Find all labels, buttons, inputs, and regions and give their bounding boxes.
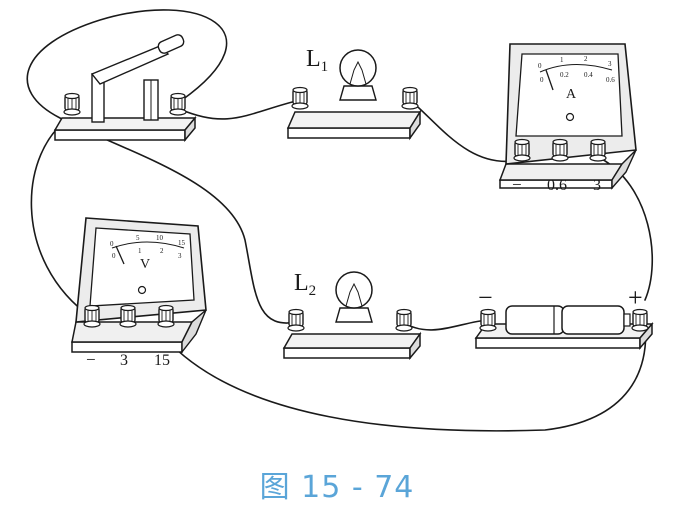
lamp2-label: L2 [294,270,316,299]
wire-lamp1-to-ammeter [409,99,521,163]
wire-lamp2-to-battery [402,319,489,331]
ammeter-scale-bottom-0: 0 [540,76,544,84]
voltmeter-dial-symbol: V [140,257,150,272]
lamp-l2: L2 [282,270,422,361]
voltmeter-zero-adjust [137,285,147,295]
voltmeter: 0 5 10 15 0 1 2 3 V − 3 15 [71,217,207,369]
voltmeter-terminal-15[interactable] [157,304,175,328]
ammeter-scale-top-1: 1 [560,56,564,64]
ammeter-scale-bottom-2: 0.4 [584,71,593,79]
ammeter-terminal-0-6[interactable] [551,138,569,162]
battery-positive-label: + [628,283,643,312]
ammeter-scale-top-0: 0 [538,62,542,70]
lamp1-terminal-right[interactable] [401,86,419,110]
lamp1-label: L1 [306,46,328,75]
wire-voltmeter-to-battery [164,319,647,432]
voltmeter-scale-top-3: 15 [178,239,186,247]
voltmeter-label-15: 15 [154,352,170,369]
switch-handle[interactable] [157,33,186,55]
switch-blade[interactable] [90,45,170,85]
switch-base [54,129,186,141]
wire-voltmeter-loop [30,117,93,319]
battery-cell-2 [561,305,625,335]
voltmeter-needle [115,245,125,265]
battery-terminal-pos[interactable] [631,308,649,332]
lamp2-bulb [335,271,373,309]
ammeter-label-0-6: 0.6 [547,177,567,194]
voltmeter-scale-top-0: 0 [110,240,114,248]
voltmeter-scale-bottom-0: 0 [112,252,116,260]
ammeter-label-3: 3 [593,177,601,194]
battery-negative-label: − [478,283,493,312]
switch-terminal-left[interactable] [63,92,81,116]
battery: − + [474,283,654,351]
lamp-l1: L1 [286,46,422,141]
ammeter-label-neg: − [512,175,522,194]
voltmeter-label-neg: − [86,350,96,369]
ammeter-needle [545,69,554,91]
lamp1-terminal-left[interactable] [291,86,309,110]
voltmeter-scale-bottom-1: 1 [138,247,142,255]
lamp1-bulb [339,49,377,87]
battery-cell-1 [505,305,565,335]
ammeter-scale-top-2: 2 [584,55,588,63]
voltmeter-scale-top-2: 10 [156,234,164,242]
battery-terminal-neg[interactable] [479,308,497,332]
voltmeter-label-3: 3 [120,352,128,369]
ammeter-dial-symbol: A [566,87,577,102]
figure-caption: 图 15 - 74 [259,470,415,505]
ammeter-scale-top-3: 3 [608,60,612,68]
wire-switch-to-lamp2 [26,9,297,324]
ammeter: 0 1 2 3 0 0.2 0.4 0.6 A − 0.6 3 [498,43,637,194]
ammeter-terminal-neg[interactable] [513,138,531,162]
ammeter-zero-adjust [565,112,575,122]
ammeter-terminal-3[interactable] [589,138,607,162]
knife-switch[interactable] [53,33,197,143]
voltmeter-terminal-neg[interactable] [83,304,101,328]
lamp2-terminal-left[interactable] [287,308,305,332]
ammeter-scale-bottom-1: 0.2 [560,71,569,79]
voltmeter-scale-bottom-2: 2 [160,247,164,255]
voltmeter-scale-top-1: 5 [136,234,140,242]
switch-terminal-right[interactable] [169,92,187,116]
voltmeter-terminal-3[interactable] [119,304,137,328]
voltmeter-scale-bottom-3: 3 [178,252,182,260]
ammeter-scale-bottom-3: 0.6 [606,76,615,84]
wire-switch-to-lamp1 [181,99,301,120]
lamp2-terminal-right[interactable] [395,308,413,332]
